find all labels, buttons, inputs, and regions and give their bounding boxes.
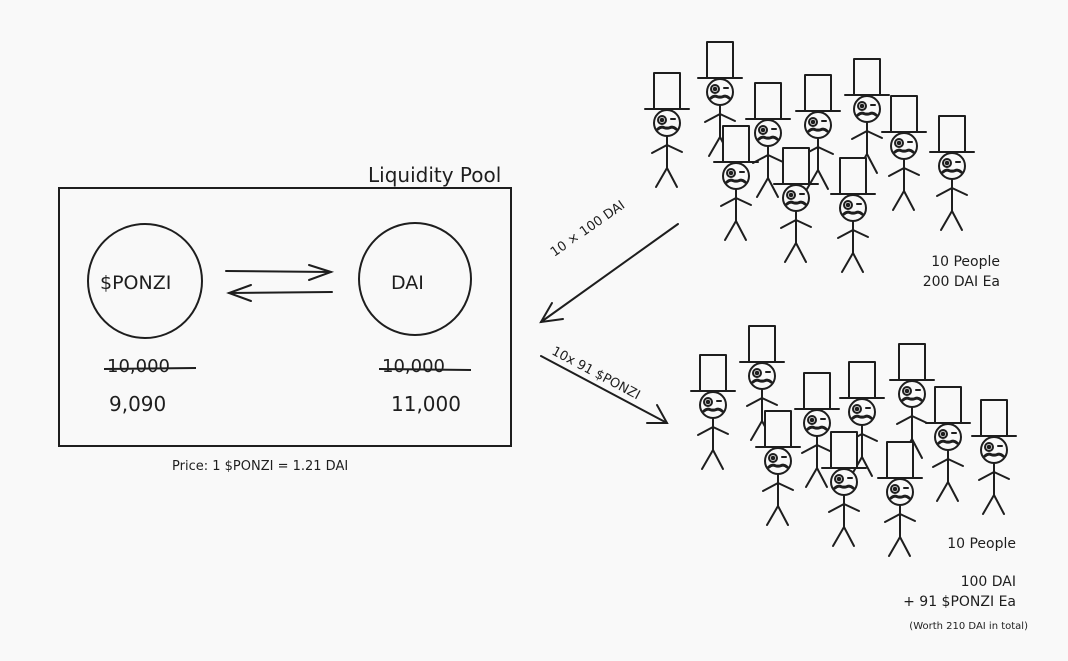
swap-left-arrow-icon	[226, 284, 333, 302]
dai-token-label: DAI	[391, 272, 424, 294]
swap-right-arrow-icon	[225, 264, 335, 281]
old-ponzi-reserve: 10,000	[107, 356, 170, 377]
incoming-dai-arrow-icon	[539, 223, 679, 324]
new-dai-reserve: 11,000	[391, 392, 461, 416]
top-group-holding: 200 DAI Ea	[922, 274, 1000, 290]
strike-old-dai	[378, 368, 472, 371]
outgoing-ponzi-arrow-icon	[540, 355, 669, 424]
bottom-group-count: 10 People	[947, 536, 1016, 552]
bottom-group-holding-line1: 100 DAI	[960, 574, 1016, 590]
bottom-group-holding-line2: + 91 $PONZI Ea	[903, 594, 1016, 610]
pool-title: Liquidity Pool	[368, 163, 502, 187]
strike-old-ponzi	[103, 367, 197, 370]
bottom-group-note: (Worth 210 DAI in total)	[909, 621, 1028, 632]
top-group-count: 10 People	[931, 254, 1000, 270]
old-dai-reserve: 10,000	[382, 356, 445, 377]
dai-token-circle	[358, 222, 472, 336]
ponzi-token-label: $PONZI	[100, 272, 172, 294]
liquidity-pool-box	[58, 187, 512, 447]
price-label: Price: 1 $PONZI = 1.21 DAI	[172, 459, 349, 474]
ponzi-token-circle	[87, 223, 203, 339]
new-ponzi-reserve: 9,090	[109, 392, 167, 416]
